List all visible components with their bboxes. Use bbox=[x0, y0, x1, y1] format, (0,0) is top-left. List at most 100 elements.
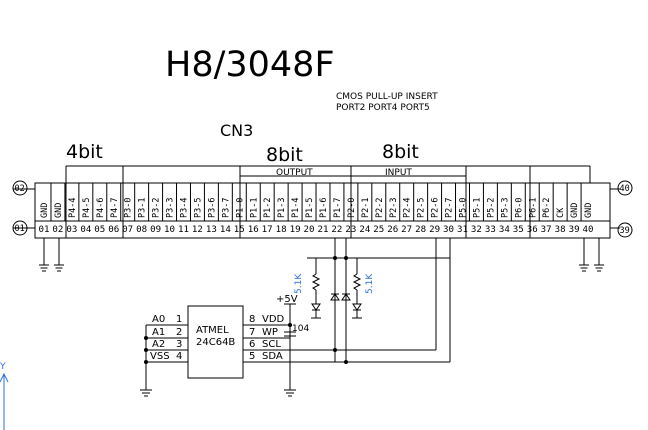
pin-name: P4-4 bbox=[68, 198, 78, 218]
pin-name: P5-0 bbox=[459, 198, 469, 218]
pin-number: 33 bbox=[485, 225, 496, 235]
chip-pin-4-num: 4 bbox=[176, 351, 182, 362]
pin-number: 39 bbox=[569, 225, 580, 235]
pin-number: 09 bbox=[150, 225, 161, 235]
ground-symbols-connector bbox=[39, 238, 604, 272]
pin-number: 20 bbox=[304, 225, 315, 235]
supply-label: +5V bbox=[276, 294, 298, 305]
chip-pin-7-num: 7 bbox=[249, 327, 255, 338]
chip-pin-a2-name: A2 bbox=[152, 339, 165, 350]
pullup-network bbox=[307, 238, 451, 362]
pin-name: P1-5 bbox=[305, 198, 315, 218]
pin-number: 30 bbox=[443, 225, 454, 235]
end-marker-bottom-right: 39 bbox=[617, 222, 633, 238]
pin-number: 23 bbox=[345, 225, 356, 235]
chip-pin-5-num: 5 bbox=[249, 351, 255, 362]
pin-name: P3-5 bbox=[193, 198, 203, 218]
group-label-8bit-input: 8bit bbox=[382, 141, 419, 163]
pin-name: P6-1 bbox=[528, 198, 538, 218]
pin-number: 40 bbox=[583, 225, 594, 235]
pin-name: P1-0 bbox=[235, 198, 245, 218]
connector-body bbox=[13, 182, 620, 239]
chip-pin-scl-name: SCL bbox=[262, 339, 281, 350]
chip-right-wiring bbox=[243, 303, 450, 397]
end-marker-top-left: 02 bbox=[12, 180, 28, 196]
pin-number: 05 bbox=[94, 225, 105, 235]
pin-number: 12 bbox=[192, 225, 203, 235]
pin-number: 03 bbox=[66, 225, 77, 235]
pin-number: 14 bbox=[220, 225, 231, 235]
group-label-4bit: 4bit bbox=[66, 141, 103, 163]
pin-name: P3-3 bbox=[166, 198, 176, 218]
pin-number: 31 bbox=[457, 225, 468, 235]
pin-name: P1-1 bbox=[249, 198, 259, 218]
pin-name: P2-7 bbox=[445, 198, 455, 218]
chip-pin-3-num: 3 bbox=[176, 339, 182, 350]
chip-name-line1: ATMEL bbox=[196, 325, 229, 336]
resistor2-label: 5.1K bbox=[365, 273, 375, 294]
pin-name: P2-6 bbox=[431, 198, 441, 218]
eeprom-chip bbox=[187, 305, 244, 379]
note-line2: PORT2 PORT4 PORT5 bbox=[336, 103, 430, 113]
pin-number: 32 bbox=[471, 225, 482, 235]
note-line1: CMOS PULL-UP INSERT bbox=[336, 92, 438, 102]
pin-name: P3-7 bbox=[221, 198, 231, 218]
pin-number: 01 bbox=[39, 225, 50, 235]
group-label-8bit-output: 8bit bbox=[266, 144, 303, 166]
pin-name: P1-2 bbox=[263, 198, 273, 218]
pin-number: 17 bbox=[262, 225, 273, 235]
pin-number: 11 bbox=[178, 225, 189, 235]
pin-name: P3-2 bbox=[152, 198, 162, 218]
pin-number: 26 bbox=[387, 225, 398, 235]
pin-number: 37 bbox=[541, 225, 552, 235]
pin-number: 21 bbox=[318, 225, 329, 235]
chip-pin-wp-name: WP bbox=[262, 327, 278, 338]
pin-number: 24 bbox=[359, 225, 370, 235]
pin-number: 18 bbox=[276, 225, 287, 235]
pin-name: CK bbox=[556, 207, 566, 218]
sub-label-input: INPUT bbox=[385, 168, 412, 178]
svg-text:39: 39 bbox=[620, 226, 630, 236]
pin-number: 28 bbox=[415, 225, 426, 235]
pin-name: P2-0 bbox=[347, 198, 357, 218]
pin-name: P3-1 bbox=[138, 198, 148, 218]
pin-number: 08 bbox=[136, 225, 147, 235]
pin-name: P5-2 bbox=[486, 198, 496, 218]
chip-pin-1-num: 1 bbox=[176, 314, 182, 325]
pin-number: 25 bbox=[373, 225, 384, 235]
chip-pin-a1-name: A1 bbox=[152, 327, 165, 338]
pin-name: P1-3 bbox=[277, 198, 287, 218]
pin-name: P1-7 bbox=[333, 198, 343, 218]
pin-number: 06 bbox=[108, 225, 119, 235]
pin-name: P4-5 bbox=[82, 198, 92, 218]
chip-left-wiring bbox=[140, 324, 188, 397]
pin-name: P4-7 bbox=[110, 198, 120, 218]
title: H8/3048F bbox=[165, 45, 335, 85]
pin-number: 04 bbox=[80, 225, 91, 235]
group-header bbox=[65, 165, 591, 183]
pin-number: 38 bbox=[555, 225, 566, 235]
chip-pin-6-num: 6 bbox=[249, 339, 255, 350]
svg-text:01: 01 bbox=[15, 224, 25, 234]
pin-number: 16 bbox=[248, 225, 259, 235]
pin-number: 34 bbox=[499, 225, 510, 235]
end-marker-top-right: 40 bbox=[617, 180, 633, 196]
pin-number: 36 bbox=[527, 225, 538, 235]
pin-number: 35 bbox=[513, 225, 524, 235]
chip-pin-2-num: 2 bbox=[176, 327, 182, 338]
pin-number: 27 bbox=[401, 225, 412, 235]
pin-number: 22 bbox=[331, 225, 342, 235]
pin-name: P2-5 bbox=[417, 198, 427, 218]
pin-name: P5-1 bbox=[472, 198, 482, 218]
pin-name: P1-4 bbox=[291, 198, 301, 218]
chip-pin-sda-name: SDA bbox=[262, 351, 283, 362]
chip-pin-a0-name: A0 bbox=[152, 314, 165, 325]
pin-name: GND bbox=[584, 203, 594, 218]
axis-indicator bbox=[0, 372, 9, 430]
pin-name: P3-6 bbox=[207, 198, 217, 218]
pin-number: 07 bbox=[122, 225, 133, 235]
chip-name-line2: 24C64B bbox=[196, 337, 235, 348]
connector-label: CN3 bbox=[220, 121, 253, 140]
svg-text:02: 02 bbox=[15, 184, 25, 194]
